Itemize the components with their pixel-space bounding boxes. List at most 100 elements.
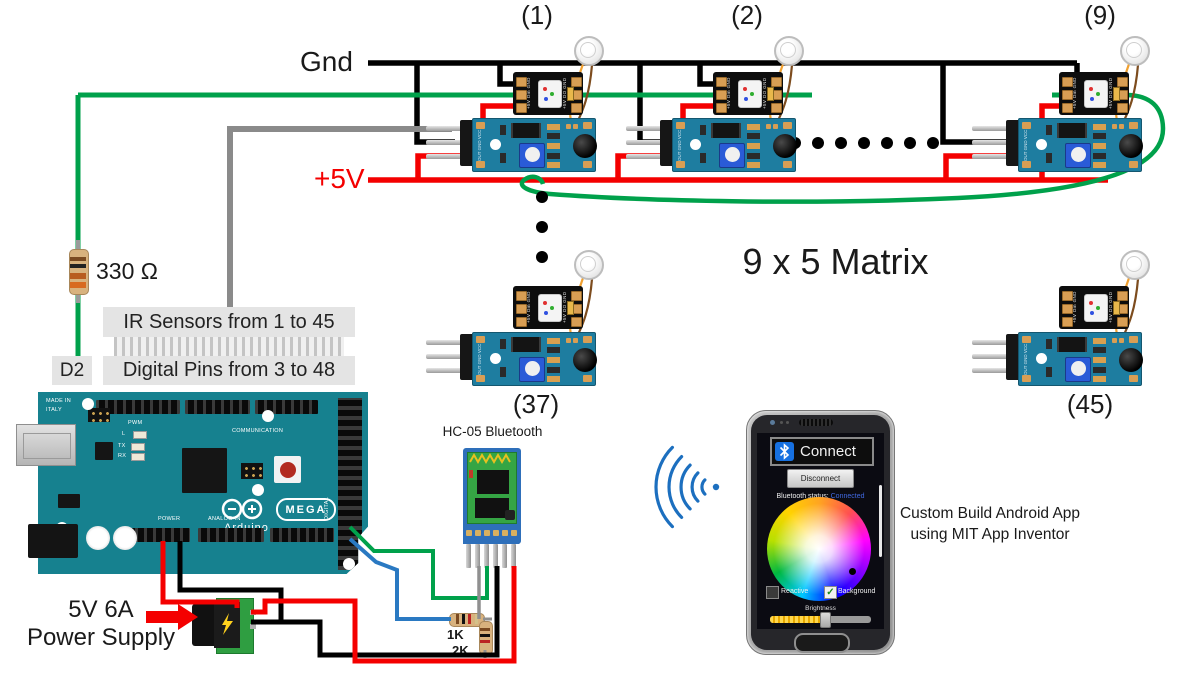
led-pad: [571, 317, 582, 327]
sensor-pad: [1022, 336, 1031, 343]
module-number-45: (45): [1066, 388, 1114, 419]
led-pad: [771, 103, 782, 113]
power-supply-caption: 5V 6A Power Supply: [15, 596, 187, 652]
rgb-led-chip: [1084, 80, 1108, 108]
ir-detector: [1119, 348, 1143, 372]
smd-component: [1093, 367, 1106, 373]
module-number-2: (2): [731, 0, 763, 30]
phone-screen: Connect Disconnect Bluetooth status: Con…: [757, 433, 884, 629]
sensor-pad: [1022, 375, 1031, 382]
dome-wire-pad: [566, 338, 571, 343]
smd-component: [547, 162, 560, 168]
module-number-37: (37): [512, 388, 560, 419]
hc05-antenna-trace: [469, 452, 511, 465]
resistor-band: [475, 614, 478, 624]
mount-hole: [490, 139, 501, 150]
led-pad: [516, 317, 527, 327]
led-smd-resistor: [567, 301, 574, 315]
ir-sensor-board: OUT GND VCC: [1018, 118, 1142, 172]
pin-header-top: [185, 400, 250, 414]
column-continuation-dots: [536, 191, 548, 263]
power-supply-arrow: [146, 604, 198, 630]
hc05-pin-section: [463, 524, 519, 544]
led-pad: [516, 291, 527, 301]
color-selector-dot[interactable]: [849, 568, 856, 575]
rx-label: RX: [118, 453, 127, 459]
smd-component: [547, 367, 560, 373]
mount-hole: [252, 484, 264, 496]
led-pad: [716, 77, 727, 87]
module-number-9: (9): [1084, 0, 1116, 30]
led-pad: [716, 103, 727, 113]
rgb-led-chip: [738, 80, 762, 108]
icsp-header: [88, 408, 110, 422]
resistor-band: [70, 282, 86, 288]
smd-component: [700, 125, 706, 135]
led-die-blue: [544, 97, 548, 101]
resistor-1k-label: 1K: [447, 627, 464, 642]
resistor-band: [456, 614, 459, 624]
sensor-dot: [786, 421, 789, 424]
power-supply-caption-1: 5V 6A: [68, 596, 134, 624]
smd-component: [547, 143, 560, 149]
led-l-indicator: [133, 431, 147, 439]
mount-hole: [490, 353, 501, 364]
sensor-pin-lead: [972, 154, 1020, 159]
made-in-label-1: MADE IN: [46, 398, 72, 404]
resistor-330-label: 330 Ω: [96, 258, 158, 284]
gnd-rail-label: Gnd: [300, 46, 353, 77]
color-wheel[interactable]: [767, 497, 871, 601]
smd-component: [747, 143, 760, 149]
scrollbar[interactable]: [879, 485, 882, 557]
home-button[interactable]: [794, 633, 850, 653]
pin-header-power: [126, 528, 190, 542]
dome-wire-pad: [1119, 124, 1124, 129]
tx-label: TX: [118, 443, 126, 449]
potentiometer: [519, 357, 545, 382]
disconnect-button[interactable]: Disconnect: [787, 469, 854, 488]
led-pad: [516, 304, 527, 314]
smd-component: [1046, 367, 1052, 377]
earpiece-speaker: [799, 419, 833, 426]
arduino-to-hc05-wires: [348, 525, 492, 658]
led-pad: [716, 90, 727, 100]
digital-pins-box: Digital Pins from 3 to 48: [103, 356, 355, 385]
dome-wire-pad: [1112, 124, 1117, 129]
sensor-pad: [476, 122, 485, 129]
front-camera: [770, 420, 775, 425]
led-pad: [1062, 304, 1073, 314]
ir-detector: [773, 134, 797, 158]
led-pad: [571, 291, 582, 301]
hc05-pad: [466, 530, 472, 536]
power-section-label: POWER: [158, 516, 181, 522]
icsp-header: [241, 463, 263, 479]
resistor-band: [70, 264, 86, 268]
dome-wire-pad: [1112, 338, 1117, 343]
led-pad: [1062, 77, 1073, 87]
ws2812-led-board: +5V Din GND +5V DO GND: [713, 72, 783, 115]
sensor-pin-lead: [426, 368, 474, 373]
reset-button[interactable]: [280, 462, 296, 478]
sensor-pad: [583, 122, 592, 129]
smd-component: [547, 357, 560, 363]
sensor-pin-header: [1006, 120, 1021, 166]
reactive-checkbox[interactable]: [766, 586, 779, 599]
hc05-pin: [493, 544, 498, 568]
brightness-slider-handle[interactable]: [820, 612, 831, 628]
ws2812-led-board: +5V Din GND +5V DO GND: [1059, 286, 1129, 329]
led-sensor-module-pair: +5V Din GND +5V DO GND OUT GND VCC: [422, 20, 622, 174]
arduino-infinity-logo: [221, 498, 263, 520]
dome-wire-pad: [573, 338, 578, 343]
comparator-ic: [711, 123, 741, 138]
resistor-band: [480, 628, 490, 631]
app-title: Connect: [800, 443, 856, 460]
ir-sensor-board: OUT GND VCC: [672, 118, 796, 172]
potentiometer-dial: [524, 361, 540, 376]
background-checkbox[interactable]: ✓: [824, 586, 837, 599]
led-die-green: [1096, 306, 1100, 310]
led-smd-resistor: [767, 87, 774, 101]
sensor-pin-lead: [426, 354, 474, 359]
ir-sensors-box: IR Sensors from 1 to 45: [103, 307, 355, 337]
led-die-blue: [1090, 97, 1094, 101]
